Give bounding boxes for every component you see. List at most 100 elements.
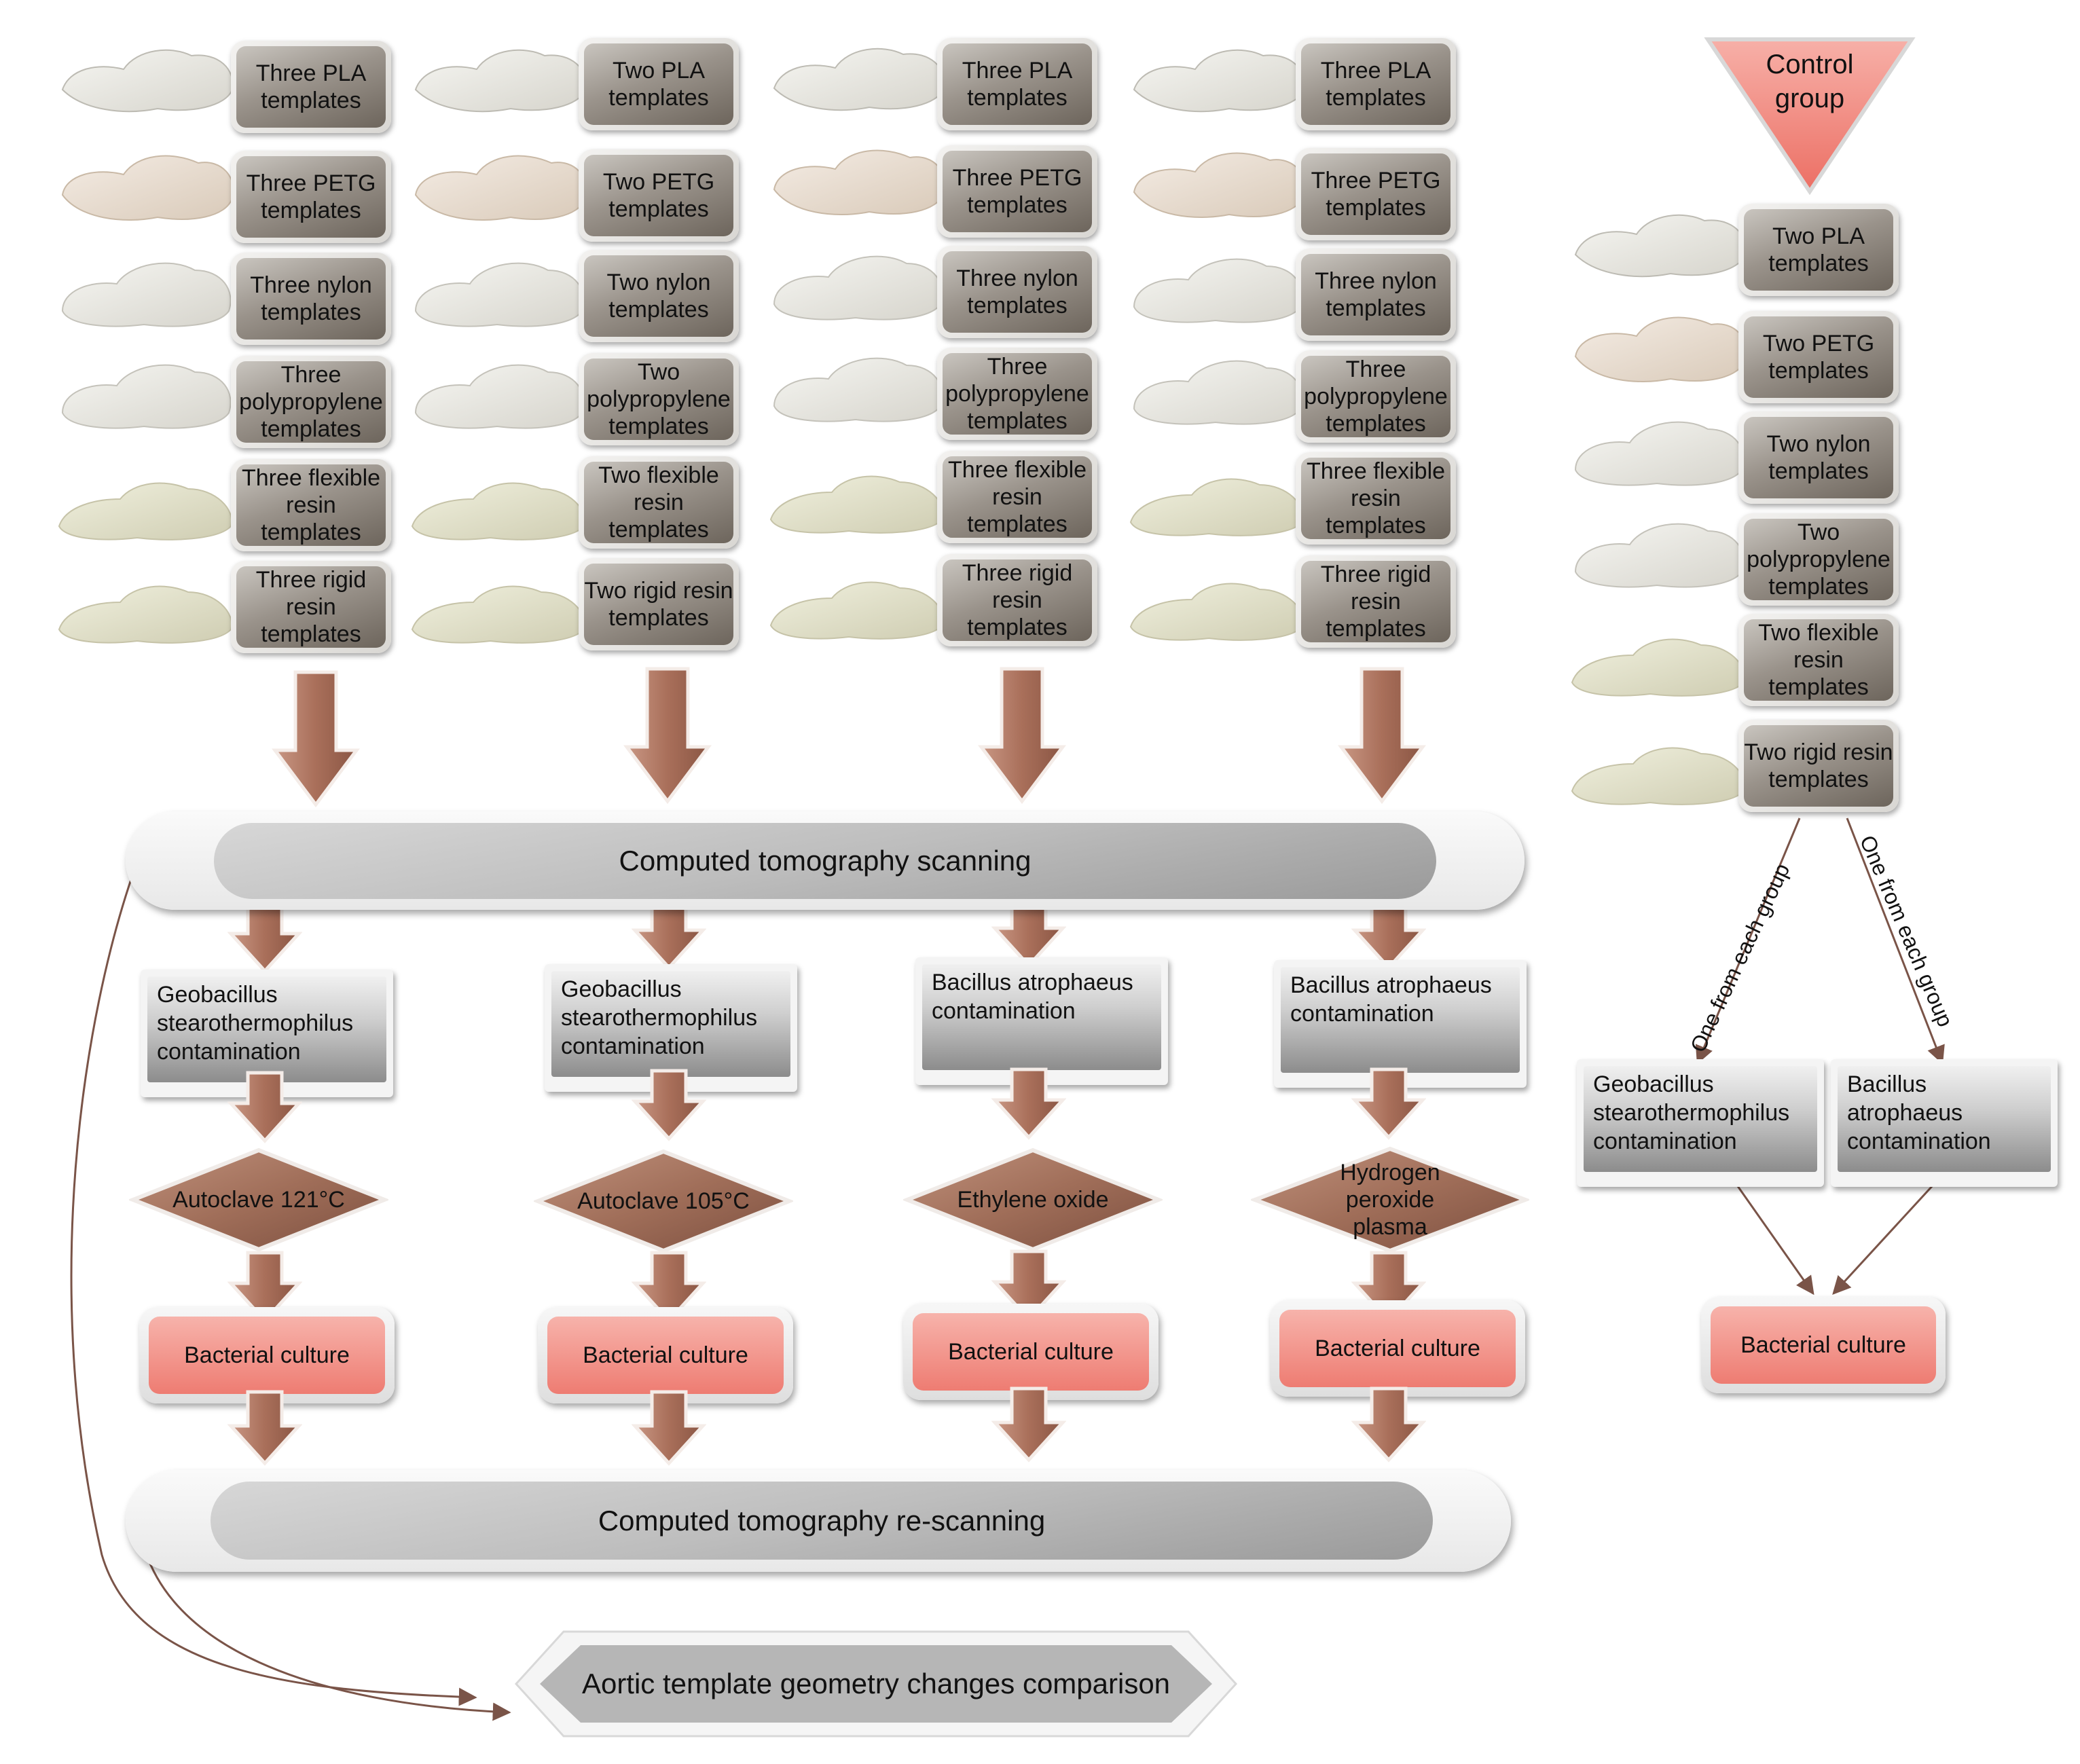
bacterial-culture-box: Bacterial culture xyxy=(538,1307,793,1403)
template-model xyxy=(767,352,951,426)
bacterial-culture-box: Bacterial culture xyxy=(1701,1297,1946,1393)
down-arrow xyxy=(1351,1386,1426,1463)
connector-left-to-culture xyxy=(1723,1167,1814,1296)
template-model xyxy=(409,257,592,331)
template-label: Three polypropylene templates xyxy=(937,348,1097,440)
template-label: Three PLA templates xyxy=(1296,38,1456,130)
template-label: Three polypropylene templates xyxy=(1296,350,1456,443)
down-arrow xyxy=(1338,667,1426,805)
down-arrow xyxy=(632,1069,706,1141)
template-label: Two nylon templates xyxy=(1738,411,1899,504)
contamination-box: Bacillus atrophaeus contamination xyxy=(1274,960,1527,1088)
template-label: Two PLA templates xyxy=(1738,204,1899,296)
contamination-box: Geobacillus stearothermophilus contamina… xyxy=(1577,1059,1824,1187)
template-model xyxy=(1569,733,1752,808)
bacterial-culture-box: Bacterial culture xyxy=(139,1307,395,1403)
bacterial-culture-box: Bacterial culture xyxy=(1270,1300,1525,1397)
sterilization-diamond: Hydrogen peroxide plasma xyxy=(1249,1145,1531,1255)
connector-right-to-culture xyxy=(1832,1166,1950,1295)
template-label: Two polypropylene templates xyxy=(1738,513,1899,606)
template-model xyxy=(1127,42,1311,117)
template-label: Two flexible resin templates xyxy=(1738,614,1899,706)
down-arrow xyxy=(991,1067,1066,1140)
template-label: Three polypropylene templates xyxy=(231,356,391,448)
sterilization-diamond: Ethylene oxide xyxy=(901,1146,1165,1253)
down-arrow xyxy=(1351,1067,1426,1140)
down-arrow xyxy=(632,1390,706,1466)
template-model xyxy=(1569,416,1752,490)
down-arrow xyxy=(227,1251,302,1323)
template-label: Three nylon templates xyxy=(937,246,1097,338)
down-arrow xyxy=(227,1390,302,1466)
connector-scan-to-comparison xyxy=(70,865,477,1706)
down-arrow xyxy=(991,1386,1066,1463)
template-model xyxy=(1127,354,1311,429)
template-model xyxy=(767,145,951,220)
template-model xyxy=(409,42,592,117)
connector-rescan-to-comparison xyxy=(138,1524,511,1721)
comparison-hexagon xyxy=(514,1630,1238,1738)
template-label: Two polypropylene templates xyxy=(579,353,739,445)
control-group-triangle xyxy=(1704,37,1916,196)
template-model xyxy=(1569,625,1752,699)
template-label: Three PETG templates xyxy=(1296,148,1456,240)
template-model xyxy=(1127,464,1311,539)
template-label: Three PLA templates xyxy=(937,38,1097,130)
template-label: Three PETG templates xyxy=(937,145,1097,238)
template-label: Three nylon templates xyxy=(1296,249,1456,341)
contamination-box: Geobacillus stearothermophilus contamina… xyxy=(545,964,797,1092)
template-model xyxy=(1127,253,1311,327)
template-label: Two nylon templates xyxy=(579,250,739,342)
down-arrow xyxy=(978,667,1066,805)
template-model xyxy=(1569,312,1752,387)
template-label: Three nylon templates xyxy=(231,253,391,345)
down-arrow xyxy=(227,1071,302,1143)
template-label: Three flexible resin templates xyxy=(1296,452,1456,545)
template-label: Three PETG templates xyxy=(231,151,391,243)
template-model xyxy=(767,462,951,536)
template-label: Two rigid resin templates xyxy=(579,558,739,650)
comparison-label: Aortic template geometry changes compari… xyxy=(581,1668,1171,1699)
contamination-box: Geobacillus stearothermophilus contamina… xyxy=(141,970,393,1097)
template-model xyxy=(56,257,239,331)
template-model xyxy=(1127,569,1311,644)
down-arrow xyxy=(632,1251,706,1323)
connector-control-right xyxy=(1846,817,1945,1065)
template-model xyxy=(1569,517,1752,592)
template-model xyxy=(56,151,239,225)
template-label: Three rigid resin templates xyxy=(231,561,391,653)
template-model xyxy=(767,568,951,642)
template-model xyxy=(409,572,592,646)
template-label: Three rigid resin templates xyxy=(937,554,1097,646)
template-model xyxy=(409,151,592,225)
down-arrow xyxy=(272,670,360,808)
template-label: Two PLA templates xyxy=(579,38,739,130)
sterilization-diamond: Autoclave 121°C xyxy=(127,1146,390,1253)
template-label: Two rigid resin templates xyxy=(1738,720,1899,812)
template-model xyxy=(56,572,239,646)
template-model xyxy=(1569,207,1752,282)
template-label: Two flexible resin templates xyxy=(579,456,739,549)
contamination-box: Bacillus atrophaeus contamination xyxy=(1831,1059,2058,1187)
ct-rescanning-label: Computed tomography re-scanning xyxy=(211,1482,1433,1560)
template-label: Three flexible resin templates xyxy=(937,451,1097,543)
template-model xyxy=(56,468,239,543)
template-model xyxy=(56,42,239,117)
down-arrow xyxy=(991,1249,1066,1322)
sterilization-diamond: Autoclave 105°C xyxy=(532,1147,795,1255)
down-arrow xyxy=(623,667,712,805)
template-model xyxy=(56,359,239,433)
template-label: Three rigid resin templates xyxy=(1296,555,1456,648)
template-model xyxy=(767,250,951,325)
template-label: Two PETG templates xyxy=(1738,311,1899,403)
template-label: Three flexible resin templates xyxy=(231,459,391,551)
control-group-title: Control group xyxy=(1766,50,1854,113)
template-label: Two PETG templates xyxy=(579,149,739,242)
bacterial-culture-box: Bacterial culture xyxy=(903,1304,1158,1400)
template-label: Three PLA templates xyxy=(231,41,391,133)
connector-control-left xyxy=(1695,817,1801,1065)
template-model xyxy=(1127,148,1311,223)
template-model xyxy=(767,41,951,115)
template-model xyxy=(409,359,592,433)
